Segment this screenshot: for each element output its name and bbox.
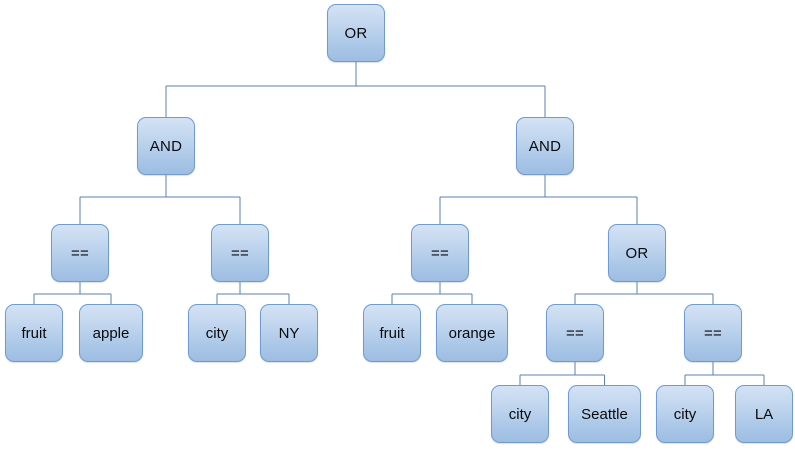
tree-node-n9[interactable]: city: [188, 304, 246, 362]
tree-node-n5[interactable]: ==: [411, 224, 469, 282]
tree-node-n1[interactable]: AND: [137, 117, 195, 175]
tree-node-label: apple: [92, 324, 130, 342]
tree-node-n13[interactable]: ==: [546, 304, 604, 362]
tree-node-label: ==: [703, 324, 723, 342]
tree-node-n11[interactable]: fruit: [363, 304, 421, 362]
tree-node-label: city: [508, 405, 532, 423]
tree-node-label: Seattle: [581, 405, 628, 423]
tree-node-n14[interactable]: ==: [684, 304, 742, 362]
tree-node-label: ==: [70, 244, 90, 262]
tree-node-n7[interactable]: fruit: [5, 304, 63, 362]
tree-node-n4[interactable]: ==: [211, 224, 269, 282]
tree-node-n8[interactable]: apple: [79, 304, 143, 362]
tree-node-label: ==: [565, 324, 585, 342]
tree-node-label: orange: [448, 324, 496, 342]
tree-node-n12[interactable]: orange: [436, 304, 508, 362]
tree-node-n0[interactable]: OR: [327, 4, 385, 62]
tree-node-n18[interactable]: LA: [735, 385, 793, 443]
tree-node-label: city: [205, 324, 229, 342]
tree-node-label: LA: [754, 405, 774, 423]
tree-node-n2[interactable]: AND: [516, 117, 574, 175]
tree-node-label: ==: [430, 244, 450, 262]
tree-node-n17[interactable]: city: [656, 385, 714, 443]
tree-node-label: AND: [528, 137, 562, 155]
tree-node-label: fruit: [379, 324, 405, 342]
tree-node-n10[interactable]: NY: [260, 304, 318, 362]
tree-node-label: NY: [278, 324, 300, 342]
tree-node-label: AND: [149, 137, 183, 155]
tree-node-n16[interactable]: Seattle: [568, 385, 641, 443]
tree-node-n6[interactable]: OR: [608, 224, 666, 282]
tree-node-label: OR: [625, 244, 649, 262]
tree-node-label: fruit: [21, 324, 47, 342]
tree-node-label: OR: [344, 24, 368, 42]
tree-node-n3[interactable]: ==: [51, 224, 109, 282]
tree-node-label: city: [673, 405, 697, 423]
tree-node-label: ==: [230, 244, 250, 262]
tree-node-n15[interactable]: city: [491, 385, 549, 443]
